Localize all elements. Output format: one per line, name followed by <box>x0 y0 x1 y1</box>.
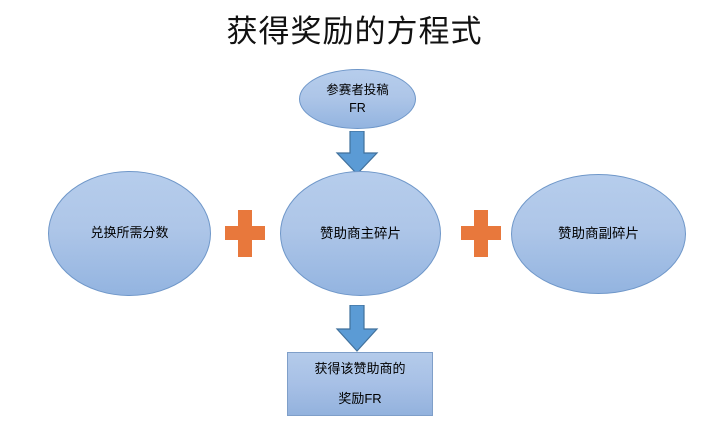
node-reward[interactable]: 获得该赞助商的 奖励FR <box>287 352 433 416</box>
down-arrow-icon-bottom <box>333 304 381 352</box>
node-reward-line2: 奖励FR <box>338 390 382 406</box>
node-sub-shard[interactable]: 赞助商副碎片 <box>511 174 686 294</box>
page-title: 获得奖励的方程式 <box>226 14 483 50</box>
node-main-shard-label: 赞助商主碎片 <box>320 225 401 241</box>
down-arrow-icon-top <box>333 130 381 175</box>
node-exchange-points[interactable]: 兑换所需分数 <box>48 171 211 296</box>
node-reward-line1: 获得该赞助商的 <box>314 360 406 376</box>
node-submission-line1: 参赛者投稿 <box>326 82 389 97</box>
node-reward-label: 获得该赞助商的 奖励FR <box>308 360 411 409</box>
plus-icon-right <box>461 210 501 257</box>
node-submission-line2: FR <box>349 101 366 115</box>
plus-bar-vertical <box>474 210 488 257</box>
node-exchange-points-label: 兑换所需分数 <box>90 225 169 241</box>
node-main-shard[interactable]: 赞助商主碎片 <box>280 171 441 296</box>
node-submission-label: 参赛者投稿 FR <box>320 81 395 117</box>
node-submission[interactable]: 参赛者投稿 FR <box>299 69 416 129</box>
plus-icon-left <box>225 210 265 257</box>
plus-bar-vertical <box>238 210 252 257</box>
node-sub-shard-label: 赞助商副碎片 <box>558 226 639 242</box>
